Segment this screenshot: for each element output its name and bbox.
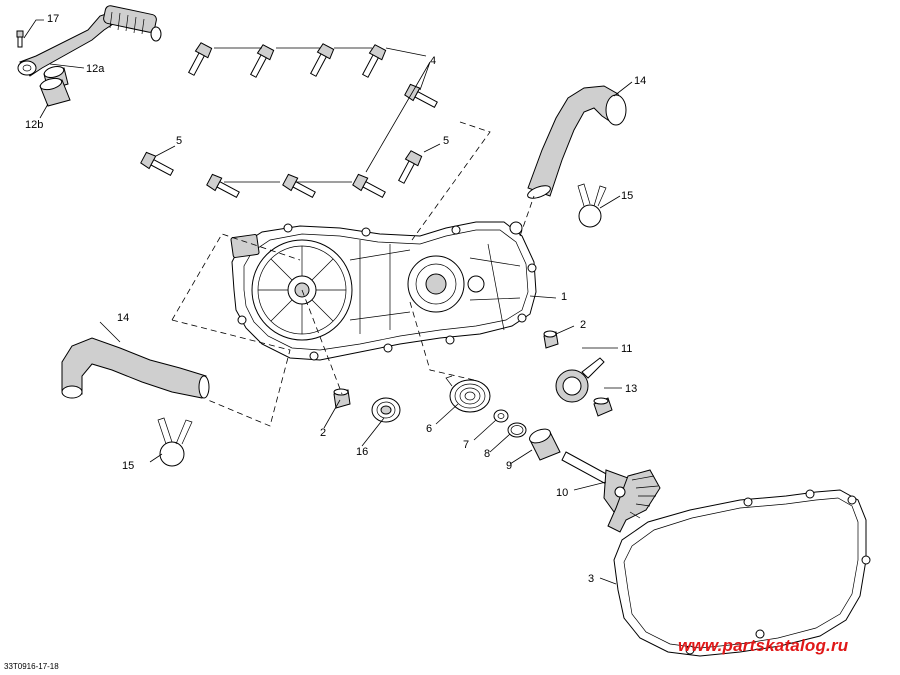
callout-10: 10 (556, 487, 568, 499)
hose-clamp-upper-part (577, 183, 607, 228)
circlip-part (507, 422, 527, 438)
spring-part (445, 375, 491, 413)
callout-14-lower: 14 (117, 312, 129, 324)
callout-7: 7 (463, 439, 469, 451)
assembly-dashed-lines (171, 121, 535, 427)
hose-clamp-lower-part (157, 417, 193, 467)
bolt-group-5 (140, 150, 423, 199)
callout-8: 8 (484, 448, 490, 460)
callout-5-left: 5 (176, 135, 182, 147)
callout-2-left: 2 (320, 427, 326, 439)
callout-11: 11 (621, 343, 632, 355)
gasket-part (613, 489, 871, 657)
callout-labels: 1 2 2 3 4 5 5 6 7 8 9 10 11 12a 12b 13 1… (25, 13, 646, 585)
watermark: www.partskatalog.ru (678, 636, 849, 655)
leader-lines (23, 19, 633, 585)
callout-6: 6 (426, 423, 432, 435)
dowel-pin-left-part (333, 388, 351, 409)
callout-14-upper: 14 (634, 75, 646, 87)
bushing-part (529, 428, 561, 461)
kick-sleeve-part (39, 77, 71, 107)
callout-2-right: 2 (580, 319, 586, 331)
kick-lever-part (17, 5, 162, 77)
kick-shaft-part (561, 451, 661, 533)
bolt-group-4 (187, 42, 438, 109)
kick-screw-part (16, 30, 24, 48)
callout-5-right: 5 (443, 135, 449, 147)
callout-15-lower: 15 (122, 460, 134, 472)
dowel-pin-right-part (543, 330, 559, 349)
bearing-part (371, 397, 401, 423)
callout-16: 16 (356, 446, 368, 458)
callout-1: 1 (561, 291, 567, 303)
drawing-code: 33T0916-17-18 (4, 662, 59, 671)
outer-cover-part (230, 221, 537, 361)
callout-13: 13 (625, 383, 637, 395)
callout-15-upper: 15 (621, 190, 633, 202)
air-duct-upper-part (527, 85, 627, 199)
callout-4: 4 (430, 55, 436, 67)
callout-3: 3 (588, 573, 594, 585)
callout-12a: 12a (86, 63, 105, 75)
callout-12b: 12b (25, 119, 43, 131)
washer-part (493, 409, 509, 423)
callout-9: 9 (506, 460, 512, 472)
air-duct-lower-part (61, 337, 210, 399)
callout-17: 17 (47, 13, 59, 25)
ratchet-part (555, 357, 605, 403)
ratchet-spring-part (593, 397, 613, 417)
